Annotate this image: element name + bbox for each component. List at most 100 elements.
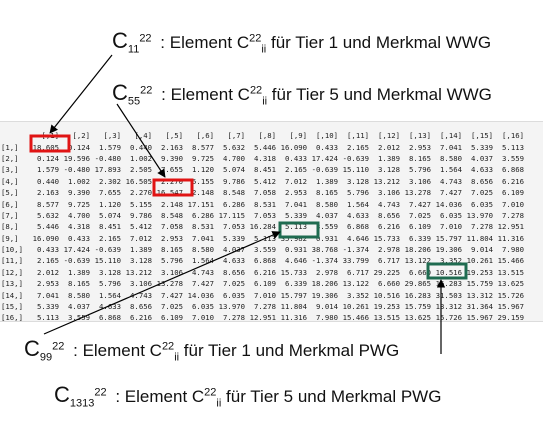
matrix-cell: 5.632 [223, 142, 245, 152]
matrix-cell: 6.717 [378, 256, 400, 266]
matrix-cell: 5.113 [37, 313, 59, 323]
matrix-cell: 6.660 [409, 267, 431, 277]
matrix-cell: 2.953 [409, 142, 431, 152]
matrix-cell: 4.037 [316, 210, 338, 220]
matrix-cell: 6.109 [502, 188, 524, 198]
matrix-cell: 8.577 [192, 142, 214, 152]
matrix-cell: 8.165 [161, 245, 183, 255]
matrix-panel: [,1][,2][,3][,4][,5][,6][,7][,8][,9][,10… [0, 121, 543, 322]
arrow-c99 [43, 231, 281, 335]
matrix-cell: -0.639 [94, 245, 121, 255]
matrix-cell: 16.283 [435, 279, 462, 289]
matrix-cell: 3.106 [130, 279, 152, 289]
highlight-box-c99 [278, 221, 320, 239]
arrow-c55 [116, 103, 166, 178]
matrix-cell: 4.633 [223, 256, 245, 266]
matrix-row-header: [13,] [1, 279, 23, 289]
matrix-cell: 4.700 [68, 210, 90, 220]
matrix-row-header: [9,] [1, 233, 19, 243]
matrix-cell: 7.655 [161, 165, 183, 175]
matrix-cell: 3.128 [347, 176, 369, 186]
matrix-cell: 7.053 [254, 210, 276, 220]
matrix-row-header: [10,] [1, 245, 23, 255]
matrix-cell: 2.953 [285, 188, 307, 198]
matrix-cell: 6.868 [99, 313, 121, 323]
matrix-cell: 15.967 [497, 302, 524, 312]
matrix-cell: 0.124 [68, 142, 90, 152]
matrix-cell: 12.951 [249, 313, 276, 323]
matrix-cell: 5.446 [37, 222, 59, 232]
matrix-cell: 11.804 [280, 302, 307, 312]
matrix-cell: 6.035 [440, 210, 462, 220]
matrix-cell: -0.480 [63, 165, 90, 175]
matrix-col-header: [,8] [258, 131, 276, 141]
matrix-cell: 2.953 [161, 233, 183, 243]
matrix-cell: 7.278 [254, 302, 276, 312]
matrix-cell: 3.128 [99, 267, 121, 277]
matrix-cell: 8.548 [161, 210, 183, 220]
matrix-cell: 7.058 [254, 188, 276, 198]
matrix-cell: 7.427 [192, 279, 214, 289]
matrix-cell: 3.106 [409, 176, 431, 186]
matrix-cell: 8.451 [99, 222, 121, 232]
matrix-cell: 6.868 [254, 256, 276, 266]
matrix-cell: 7.041 [440, 142, 462, 152]
matrix-cell: 1.389 [316, 176, 338, 186]
matrix-cell: 6.717 [347, 267, 369, 277]
matrix-cell: 13.515 [497, 267, 524, 277]
matrix-cell: 2.165 [37, 256, 59, 266]
matrix-cell: 11.804 [466, 233, 493, 243]
matrix-cell: 16.090 [32, 233, 59, 243]
matrix-cell: 4.318 [68, 222, 90, 232]
matrix-row-header: [4,] [1, 176, 19, 186]
matrix-cell: 5.339 [471, 142, 493, 152]
matrix-cell: 8.165 [68, 279, 90, 289]
matrix-cell: 2.302 [99, 176, 121, 186]
matrix-cell: 10.261 [466, 256, 493, 266]
matrix-cell: 6.868 [502, 165, 524, 175]
matrix-cell: 14.036 [435, 199, 462, 209]
matrix-cell: 33.799 [342, 256, 369, 266]
matrix-cell: 1.002 [68, 176, 90, 186]
matrix-cell: 14.036 [187, 290, 214, 300]
matrix-cell: 13.278 [404, 188, 431, 198]
matrix-cell: 29.865 [404, 279, 431, 289]
matrix-cell: 13.312 [466, 290, 493, 300]
matrix-cell: 1.564 [192, 256, 214, 266]
matrix-cell: 17.424 [63, 245, 90, 255]
matrix-cell: 15.733 [280, 267, 307, 277]
matrix-cell: 13.625 [497, 279, 524, 289]
matrix-cell: 8.656 [223, 267, 245, 277]
matrix-cell: 3.106 [378, 188, 400, 198]
matrix-row-header: [8,] [1, 222, 19, 232]
matrix-cell: 15.967 [466, 313, 493, 323]
matrix-col-header: [,3] [103, 131, 121, 141]
matrix-cell: 15.466 [497, 256, 524, 266]
matrix-cell: 2.148 [192, 188, 214, 198]
matrix-cell: 3.352 [440, 256, 462, 266]
matrix-cell: 4.646 [347, 233, 369, 243]
matrix-cell: 19.306 [435, 245, 462, 255]
matrix-cell: 15.466 [342, 313, 369, 323]
matrix-cell: 16.283 [404, 290, 431, 300]
matrix-col-header: [,5] [165, 131, 183, 141]
matrix-cell: 11.316 [280, 313, 307, 323]
matrix-cell: 8.451 [254, 165, 276, 175]
matrix-cell: 19.253 [466, 267, 493, 277]
matrix-cell: 4.700 [223, 153, 245, 163]
matrix-cell: -1.374 [342, 245, 369, 255]
matrix-cell: 13.625 [404, 313, 431, 323]
matrix-cell: 13.312 [435, 302, 462, 312]
matrix-col-header: [,10] [316, 131, 338, 141]
matrix-cell: 2.270 [130, 188, 152, 198]
matrix-cell: 7.025 [471, 188, 493, 198]
